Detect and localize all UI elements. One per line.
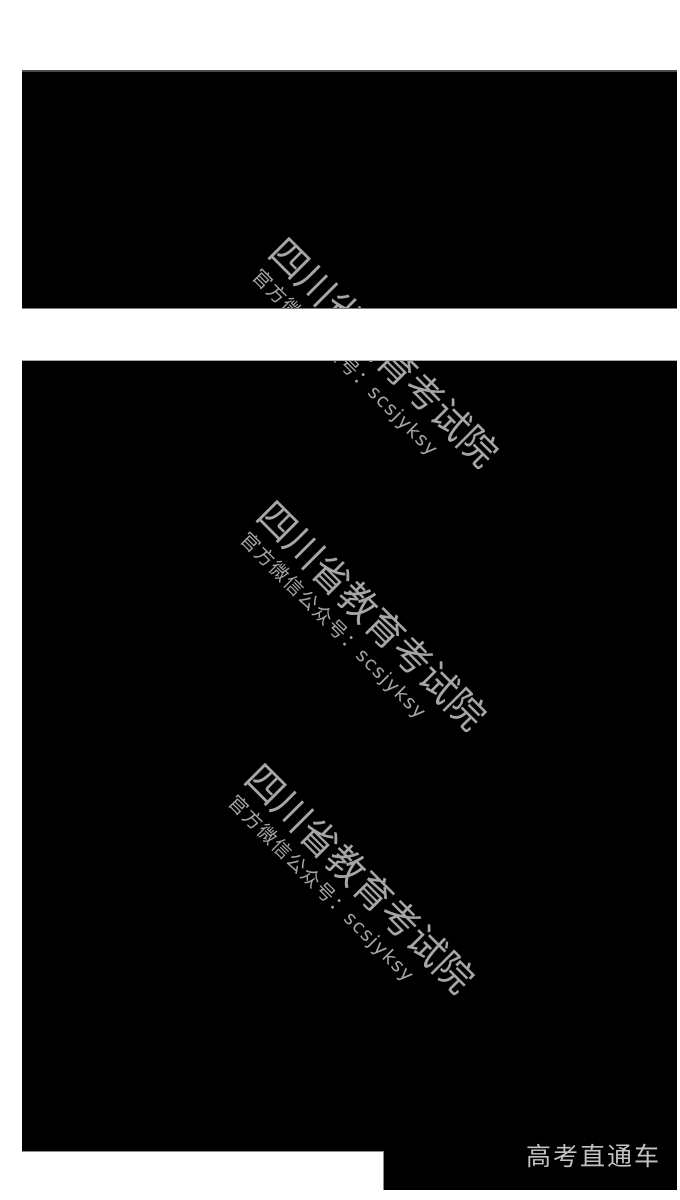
watermark: 四川省教育考试院 官方微信公众号：scsjyksy	[244, 361, 506, 492]
watermark: 四川省教育考试院 官方微信公众号：scsjyksy	[244, 230, 506, 308]
screenshot-image-top: 四川省教育考试院 官方微信公众号：scsjyksy	[22, 70, 677, 309]
screenshot-image-main: 四川省教育考试院 官方微信公众号：scsjyksy 四川省教育考试院 官方微信公…	[22, 360, 677, 1151]
image-edge-line	[22, 1151, 383, 1152]
watermark-line1: 四川省教育考试院	[248, 492, 495, 739]
watermark: 四川省教育考试院 官方微信公众号：scsjyksy	[232, 492, 495, 755]
watermark-line1: 四川省教育考试院	[260, 230, 506, 308]
brand-label: 高考直通车	[525, 1142, 661, 1171]
watermark-line1: 四川省教育考试院	[236, 755, 483, 1002]
watermark: 四川省教育考试院 官方微信公众号：scsjyksy	[220, 755, 483, 1018]
screenshot-image-footer-strip	[383, 1151, 677, 1190]
